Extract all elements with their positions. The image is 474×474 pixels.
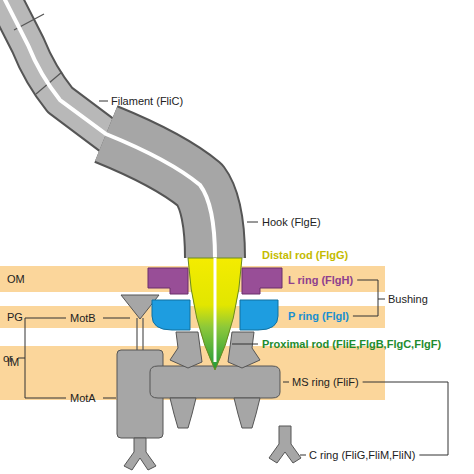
bracket-line bbox=[353, 316, 378, 317]
leader-line bbox=[300, 455, 306, 456]
bracket-line bbox=[357, 280, 378, 281]
hook bbox=[106, 134, 215, 258]
motb-stalk bbox=[136, 318, 137, 351]
bracket-line bbox=[363, 382, 448, 383]
rod-channel bbox=[214, 258, 217, 362]
mota-tail bbox=[124, 438, 156, 470]
p-ring bbox=[240, 300, 278, 330]
part-label: Distal rod (FlgG) bbox=[262, 249, 348, 262]
leader-line bbox=[283, 382, 289, 383]
motb-stalk bbox=[142, 318, 143, 351]
bracket-line bbox=[25, 318, 66, 319]
part-label: P ring (FlgI) bbox=[288, 310, 349, 323]
part-label: MotB bbox=[70, 312, 96, 325]
bracket-line bbox=[378, 299, 385, 300]
part-label: Proximal rod (FliE,FlgB,FlgC,FlgF) bbox=[262, 338, 441, 351]
leader-line bbox=[232, 344, 258, 345]
part-label: MS ring (FliF) bbox=[292, 376, 359, 389]
part-label: C ring (FliG,FliM,FliN) bbox=[309, 449, 415, 462]
c-ring-part bbox=[234, 398, 260, 428]
central-channel bbox=[0, 0, 215, 258]
c-ring-part bbox=[170, 398, 196, 428]
bracket-line bbox=[25, 398, 66, 399]
part-label: Hook (FlgE) bbox=[262, 216, 321, 229]
membrane-band: IM bbox=[0, 346, 385, 378]
membrane-label: PG bbox=[7, 311, 23, 324]
leader-line bbox=[103, 398, 116, 399]
rod-support bbox=[170, 332, 202, 368]
group-label: Bushing bbox=[388, 293, 428, 306]
leader-line bbox=[103, 318, 130, 319]
hook-outline bbox=[106, 134, 215, 258]
bracket-line bbox=[378, 280, 379, 316]
bracket-line bbox=[448, 382, 449, 455]
l-ring bbox=[242, 268, 282, 294]
bracket-line bbox=[419, 455, 448, 456]
c-ring-part bbox=[269, 426, 301, 463]
membrane-label: OM bbox=[7, 273, 25, 286]
part-label: MotA bbox=[70, 392, 96, 405]
part-label: Filament (FliC) bbox=[111, 95, 183, 108]
p-ring bbox=[152, 300, 190, 330]
part-label: L ring (FlgH) bbox=[288, 274, 353, 287]
group-label: or bbox=[3, 352, 13, 365]
l-ring bbox=[148, 268, 188, 294]
rod bbox=[188, 258, 242, 370]
peptidoglycan-band bbox=[0, 306, 385, 328]
rod-support bbox=[228, 332, 260, 368]
leader-line bbox=[247, 222, 258, 223]
leader-line bbox=[99, 101, 108, 102]
